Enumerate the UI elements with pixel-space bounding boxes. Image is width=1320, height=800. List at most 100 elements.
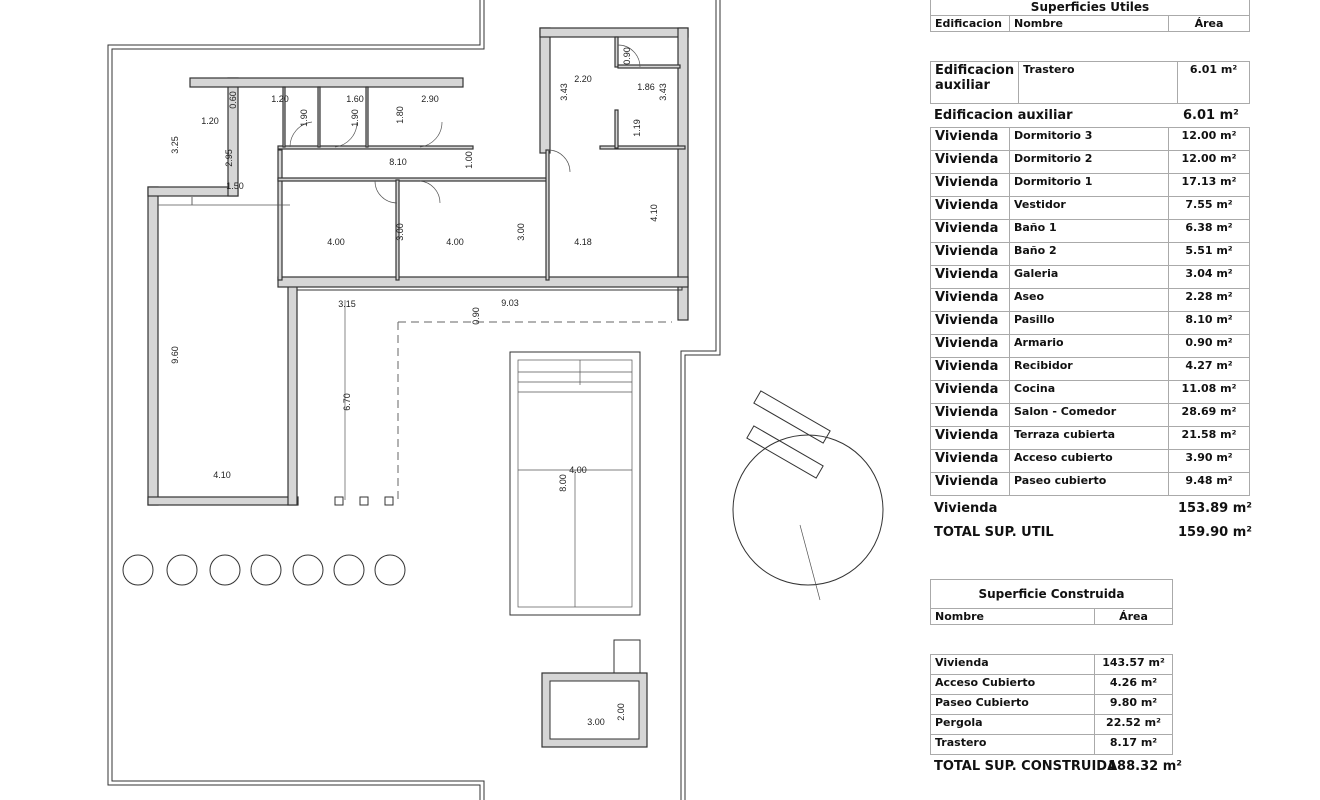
nombre-cell: Acceso Cubierto	[930, 674, 1095, 695]
col-nombre: Nombre	[930, 608, 1095, 625]
area-cell: 3.04 m²	[1168, 265, 1250, 289]
nombre-cell: Pasillo	[1009, 311, 1169, 335]
vivienda-total-area: 153.89 m²	[1178, 501, 1252, 516]
edificacion-cell: Vivienda	[930, 173, 1010, 197]
dimension-label: 4.18	[574, 237, 592, 247]
walls	[147, 27, 689, 506]
nombre-cell: Salon - Comedor	[1009, 403, 1169, 427]
dimension-label: 3.00	[516, 223, 526, 241]
edificacion-cell: Vivienda	[930, 334, 1010, 358]
dimension-label: 3.00	[587, 717, 605, 727]
dimension-label: 3.43	[559, 83, 569, 101]
dimension-label: 6.70	[342, 393, 352, 411]
vivienda-total-label: Vivienda	[934, 501, 998, 516]
area-cell: 3.90 m²	[1168, 449, 1250, 473]
area-cell: 12.00 m²	[1168, 127, 1250, 151]
dimension-label: 3.00	[395, 223, 405, 241]
nombre-cell: Baño 1	[1009, 219, 1169, 243]
edificacion-cell: Vivienda	[930, 472, 1010, 496]
nombre-cell: Paseo cubierto	[1009, 472, 1169, 496]
total-construida-area: 188.32 m²	[1108, 759, 1182, 774]
pergola-posts	[334, 300, 394, 506]
total-util-area: 159.90 m²	[1178, 525, 1252, 540]
dimension-label: 1.00	[464, 151, 474, 169]
dimension-label: 4.10	[649, 204, 659, 222]
dimension-label: 1.20	[271, 94, 289, 104]
area-cell: 8.10 m²	[1168, 311, 1250, 335]
trees	[122, 554, 406, 586]
area-cell: 2.28 m²	[1168, 288, 1250, 312]
dimension-label: 9.03	[501, 298, 519, 308]
sun-loungers	[746, 390, 831, 479]
dimension-label: 3.43	[658, 83, 668, 101]
dimension-label: 9.60	[170, 346, 180, 364]
area-cell: 4.26 m²	[1094, 674, 1173, 695]
edificacion-cell: Vivienda	[930, 357, 1010, 381]
nombre-cell: Trastero	[930, 734, 1095, 755]
aux-total-label: Edificacion auxiliar	[934, 108, 1073, 123]
dimension-label: 1.50	[226, 181, 244, 191]
area-cell: 11.08 m²	[1168, 380, 1250, 404]
col-area: Área	[1094, 608, 1173, 625]
area-cell: 5.51 m²	[1168, 242, 1250, 266]
area-cell: 22.52 m²	[1094, 714, 1173, 735]
utiles-aux-table: Edificacion auxiliar Trastero 6.01 m²	[929, 61, 1250, 104]
swimming-pool	[509, 351, 641, 616]
nombre-cell: Vivienda	[930, 654, 1095, 675]
edificacion-cell: Vivienda	[930, 311, 1010, 335]
area-cell: 9.48 m²	[1168, 472, 1250, 496]
nombre-cell: Dormitorio 3	[1009, 127, 1169, 151]
dimension-label: 2.90	[421, 94, 439, 104]
col-edificacion: Edificacion	[930, 15, 1010, 32]
edificacion-cell: Vivienda	[930, 242, 1010, 266]
dimension-label: 4.10	[213, 470, 231, 480]
dimension-label: 1.20	[201, 116, 219, 126]
edificacion-cell: Vivienda	[930, 196, 1010, 220]
aux-edificacion: Edificacion auxiliar	[929, 61, 1020, 104]
total-util-label: TOTAL SUP. UTIL	[934, 525, 1054, 540]
dimension-label: 3.15	[338, 299, 356, 309]
nombre-cell: Acceso cubierto	[1009, 449, 1169, 473]
nombre-cell: Dormitorio 1	[1009, 173, 1169, 197]
plot-boundary-right	[684, 0, 721, 800]
nombre-cell: Galeria	[1009, 265, 1169, 289]
dimension-label: 4.00	[446, 237, 464, 247]
aux-nombre: Trastero	[1018, 61, 1179, 104]
superficies-utiles-header: Superficies Utiles Edificacion Nombre Ár…	[930, 0, 1250, 32]
dimension-label: 0.90	[471, 307, 481, 325]
area-cell: 7.55 m²	[1168, 196, 1250, 220]
plot-boundary	[107, 0, 481, 800]
nombre-cell: Terraza cubierta	[1009, 426, 1169, 450]
nombre-cell: Paseo Cubierto	[930, 694, 1095, 715]
edificacion-cell: Vivienda	[930, 127, 1010, 151]
area-cell: 21.58 m²	[1168, 426, 1250, 450]
doors	[289, 44, 641, 204]
construida-title: Superficie Construida	[930, 579, 1173, 609]
storage-shed	[541, 639, 648, 748]
aux-total-area: 6.01 m²	[1183, 108, 1239, 123]
nombre-cell: Recibidor	[1009, 357, 1169, 381]
nombre-cell: Dormitorio 2	[1009, 150, 1169, 174]
edificacion-cell: Vivienda	[930, 150, 1010, 174]
area-cell: 28.69 m²	[1168, 403, 1250, 427]
dimension-label: 4.00	[327, 237, 345, 247]
dimension-label: 1.19	[632, 119, 642, 137]
dimension-label: 1.60	[346, 94, 364, 104]
edificacion-cell: Vivienda	[930, 219, 1010, 243]
col-nombre: Nombre	[1009, 15, 1169, 32]
dimension-label: 2.00	[616, 703, 626, 721]
